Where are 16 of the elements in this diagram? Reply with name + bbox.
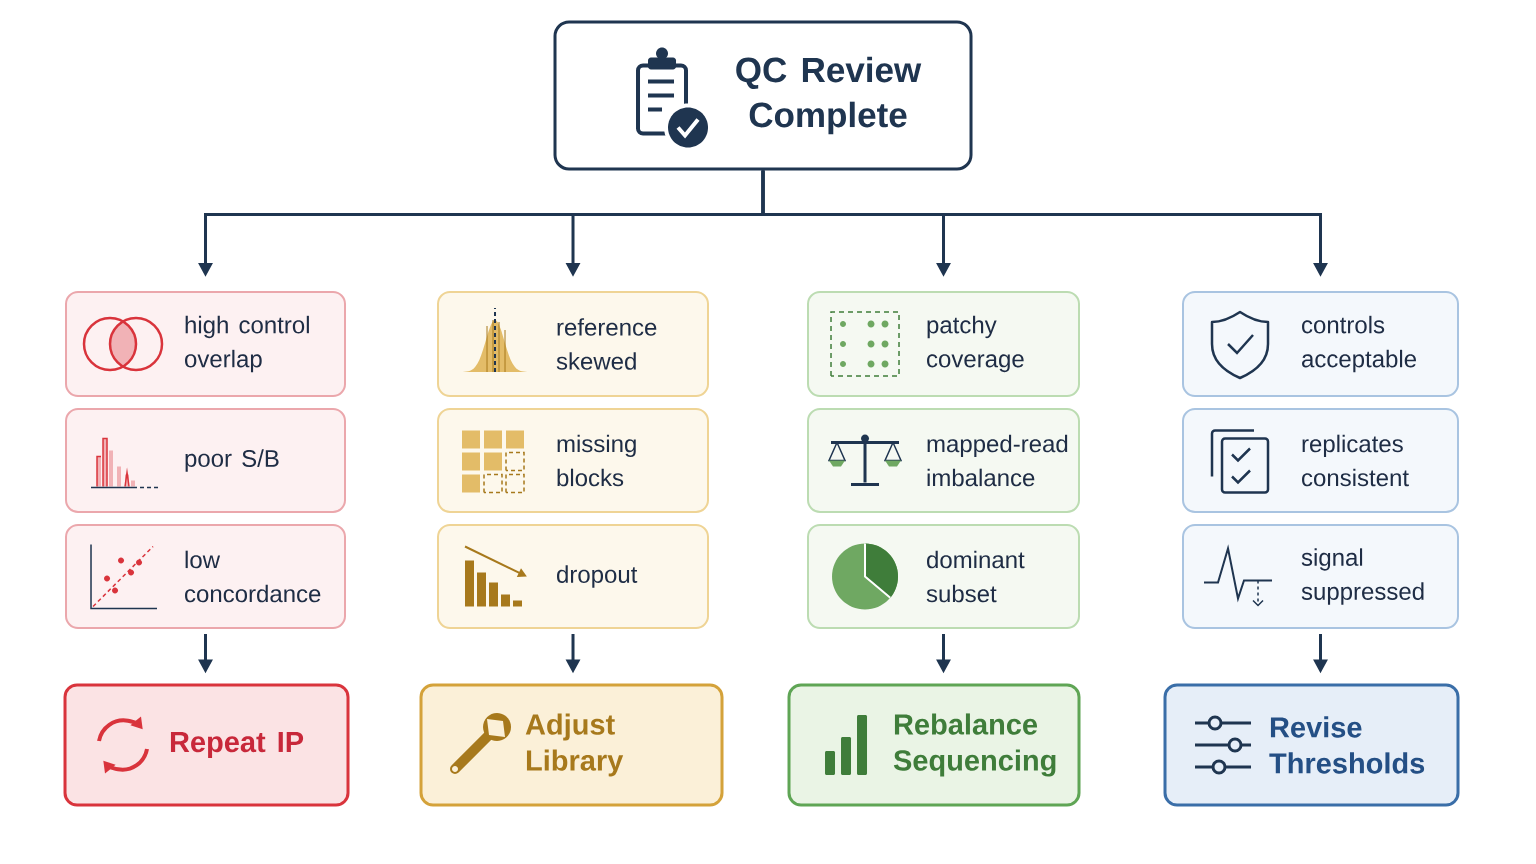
action-box: Adjust Library xyxy=(419,683,724,807)
title-box: QC Review Complete xyxy=(553,20,973,171)
issue-box: replicates consistent xyxy=(1182,408,1459,513)
action-box: Rebalance Sequencing xyxy=(787,683,1081,807)
action-box: Repeat IP xyxy=(63,683,350,807)
issue-box: patchy coverage xyxy=(807,291,1080,397)
issue-box: missing blocks xyxy=(437,408,709,513)
issue-box: signal suppressed xyxy=(1182,524,1459,629)
issue-box: high control overlap xyxy=(65,291,346,397)
issue-box: poor S/B xyxy=(65,408,346,513)
issue-box: dropout xyxy=(437,524,709,629)
issue-box: mapped-read imbalance xyxy=(807,408,1080,513)
issue-box: low concordance xyxy=(65,524,346,629)
issue-box: reference skewed xyxy=(437,291,709,397)
issue-box: controls acceptable xyxy=(1182,291,1459,397)
action-box: Revise Thresholds xyxy=(1163,683,1460,807)
